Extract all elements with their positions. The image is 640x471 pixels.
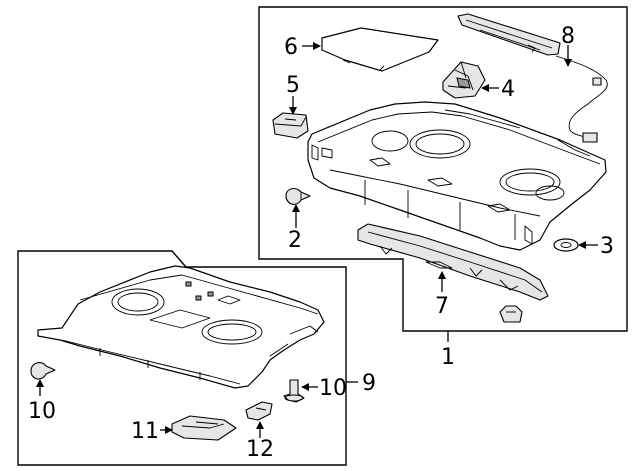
clip-part bbox=[245, 401, 273, 421]
callout-12: 12 bbox=[246, 437, 274, 462]
callout-1: 1 bbox=[441, 345, 455, 370]
callout-4: 4 bbox=[501, 77, 515, 102]
callout-2: 2 bbox=[288, 228, 302, 253]
rail-bracket-part bbox=[357, 223, 549, 301]
washer-part bbox=[553, 238, 579, 252]
callout-6: 6 bbox=[284, 35, 298, 60]
package-shelf-upper-part bbox=[307, 101, 607, 251]
bracket-part bbox=[442, 61, 486, 99]
access-cover-part bbox=[321, 27, 439, 72]
callout-10-left: 10 bbox=[28, 399, 56, 424]
callout-5: 5 bbox=[286, 73, 300, 98]
push-pin-upper-part bbox=[285, 187, 311, 205]
callout-9: 9 bbox=[362, 371, 376, 396]
nut-part bbox=[499, 305, 523, 323]
package-shelf-lower-part bbox=[37, 265, 325, 389]
stop-lamp-part bbox=[457, 13, 608, 143]
callout-8: 8 bbox=[561, 24, 575, 49]
clip-block-part bbox=[272, 112, 309, 139]
callout-7: 7 bbox=[435, 294, 449, 319]
leader-lines bbox=[36, 42, 598, 438]
stud-fastener-part bbox=[283, 379, 305, 403]
callout-10-right: 10 bbox=[319, 376, 347, 401]
callout-11: 11 bbox=[131, 419, 159, 444]
push-pin-lower-part bbox=[30, 362, 56, 380]
callout-3: 3 bbox=[600, 234, 614, 259]
tray-bracket-part bbox=[171, 415, 237, 441]
